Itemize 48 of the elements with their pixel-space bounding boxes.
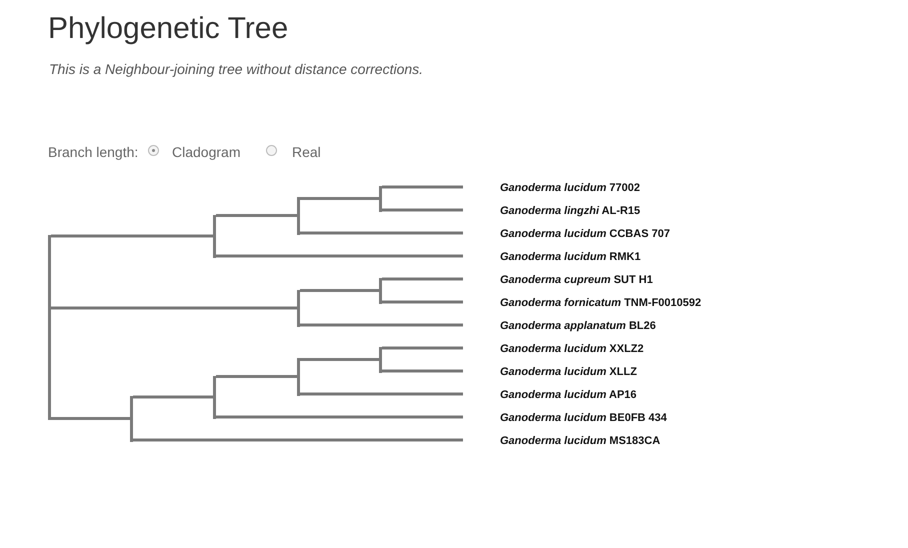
tree-branch (382, 346, 463, 350)
tree-branch (216, 375, 297, 378)
tree-branch (133, 396, 213, 398)
branch-junction (379, 347, 382, 373)
page-title: Phylogenetic Tree (48, 12, 288, 46)
branch-junction (213, 215, 216, 258)
species-label: Ganoderma cupreum SUT H1 (500, 273, 653, 288)
tree-branch (300, 232, 463, 234)
tree-branch (300, 324, 463, 326)
tree-branch (216, 214, 297, 217)
tree-branch (300, 197, 379, 200)
species-label: Ganoderma lucidum MS183CA (500, 434, 660, 449)
species-label: Ganoderma applanatum BL26 (500, 319, 656, 334)
branch-junction (48, 235, 51, 420)
species-label: Ganoderma lucidum XLLZ (500, 365, 637, 380)
branch-junction (213, 376, 216, 419)
subtitle: This is a Neighbour-joining tree without distance corrections. (49, 61, 424, 77)
field-label: Branch length: (48, 144, 138, 160)
tree-branch (51, 417, 130, 420)
species-label: Ganoderma lucidum AP16 (500, 388, 637, 403)
tree-branch (382, 278, 463, 280)
branch-junction (130, 396, 133, 442)
species-label: Ganoderma lucidum CCBAS 707 (500, 227, 670, 242)
tree-branch (216, 416, 463, 418)
tree-branch (382, 208, 463, 212)
species-label: Ganoderma lucidum RMK1 (500, 250, 641, 265)
tree-branch (300, 358, 379, 361)
tree-branch (382, 186, 463, 188)
tree-branch (382, 300, 463, 304)
branch-junction (297, 290, 300, 327)
branch-junction (379, 278, 382, 304)
tree-branch (300, 289, 379, 292)
tree-branch (51, 306, 297, 310)
branch-junction (379, 186, 382, 212)
tree-branch (133, 438, 463, 442)
radio-option-label: Cladogram (172, 144, 240, 160)
tree-branch (300, 392, 463, 396)
species-label: Ganoderma lucidum 77002 (500, 181, 640, 196)
radio-option-label: Real (292, 144, 321, 160)
branch-junction (297, 197, 300, 235)
tree-branch (216, 254, 463, 258)
tree-branch (51, 234, 213, 238)
species-label: Ganoderma lucidum XXLZ2 (500, 342, 644, 357)
species-label: Ganoderma fornicatum TNM-F0010592 (500, 296, 702, 311)
branch-junction (297, 358, 300, 396)
tree-branch (382, 370, 463, 372)
species-label: Ganoderma lingzhi AL-R15 (500, 204, 640, 219)
species-label: Ganoderma lucidum BE0FB 434 (500, 411, 667, 426)
